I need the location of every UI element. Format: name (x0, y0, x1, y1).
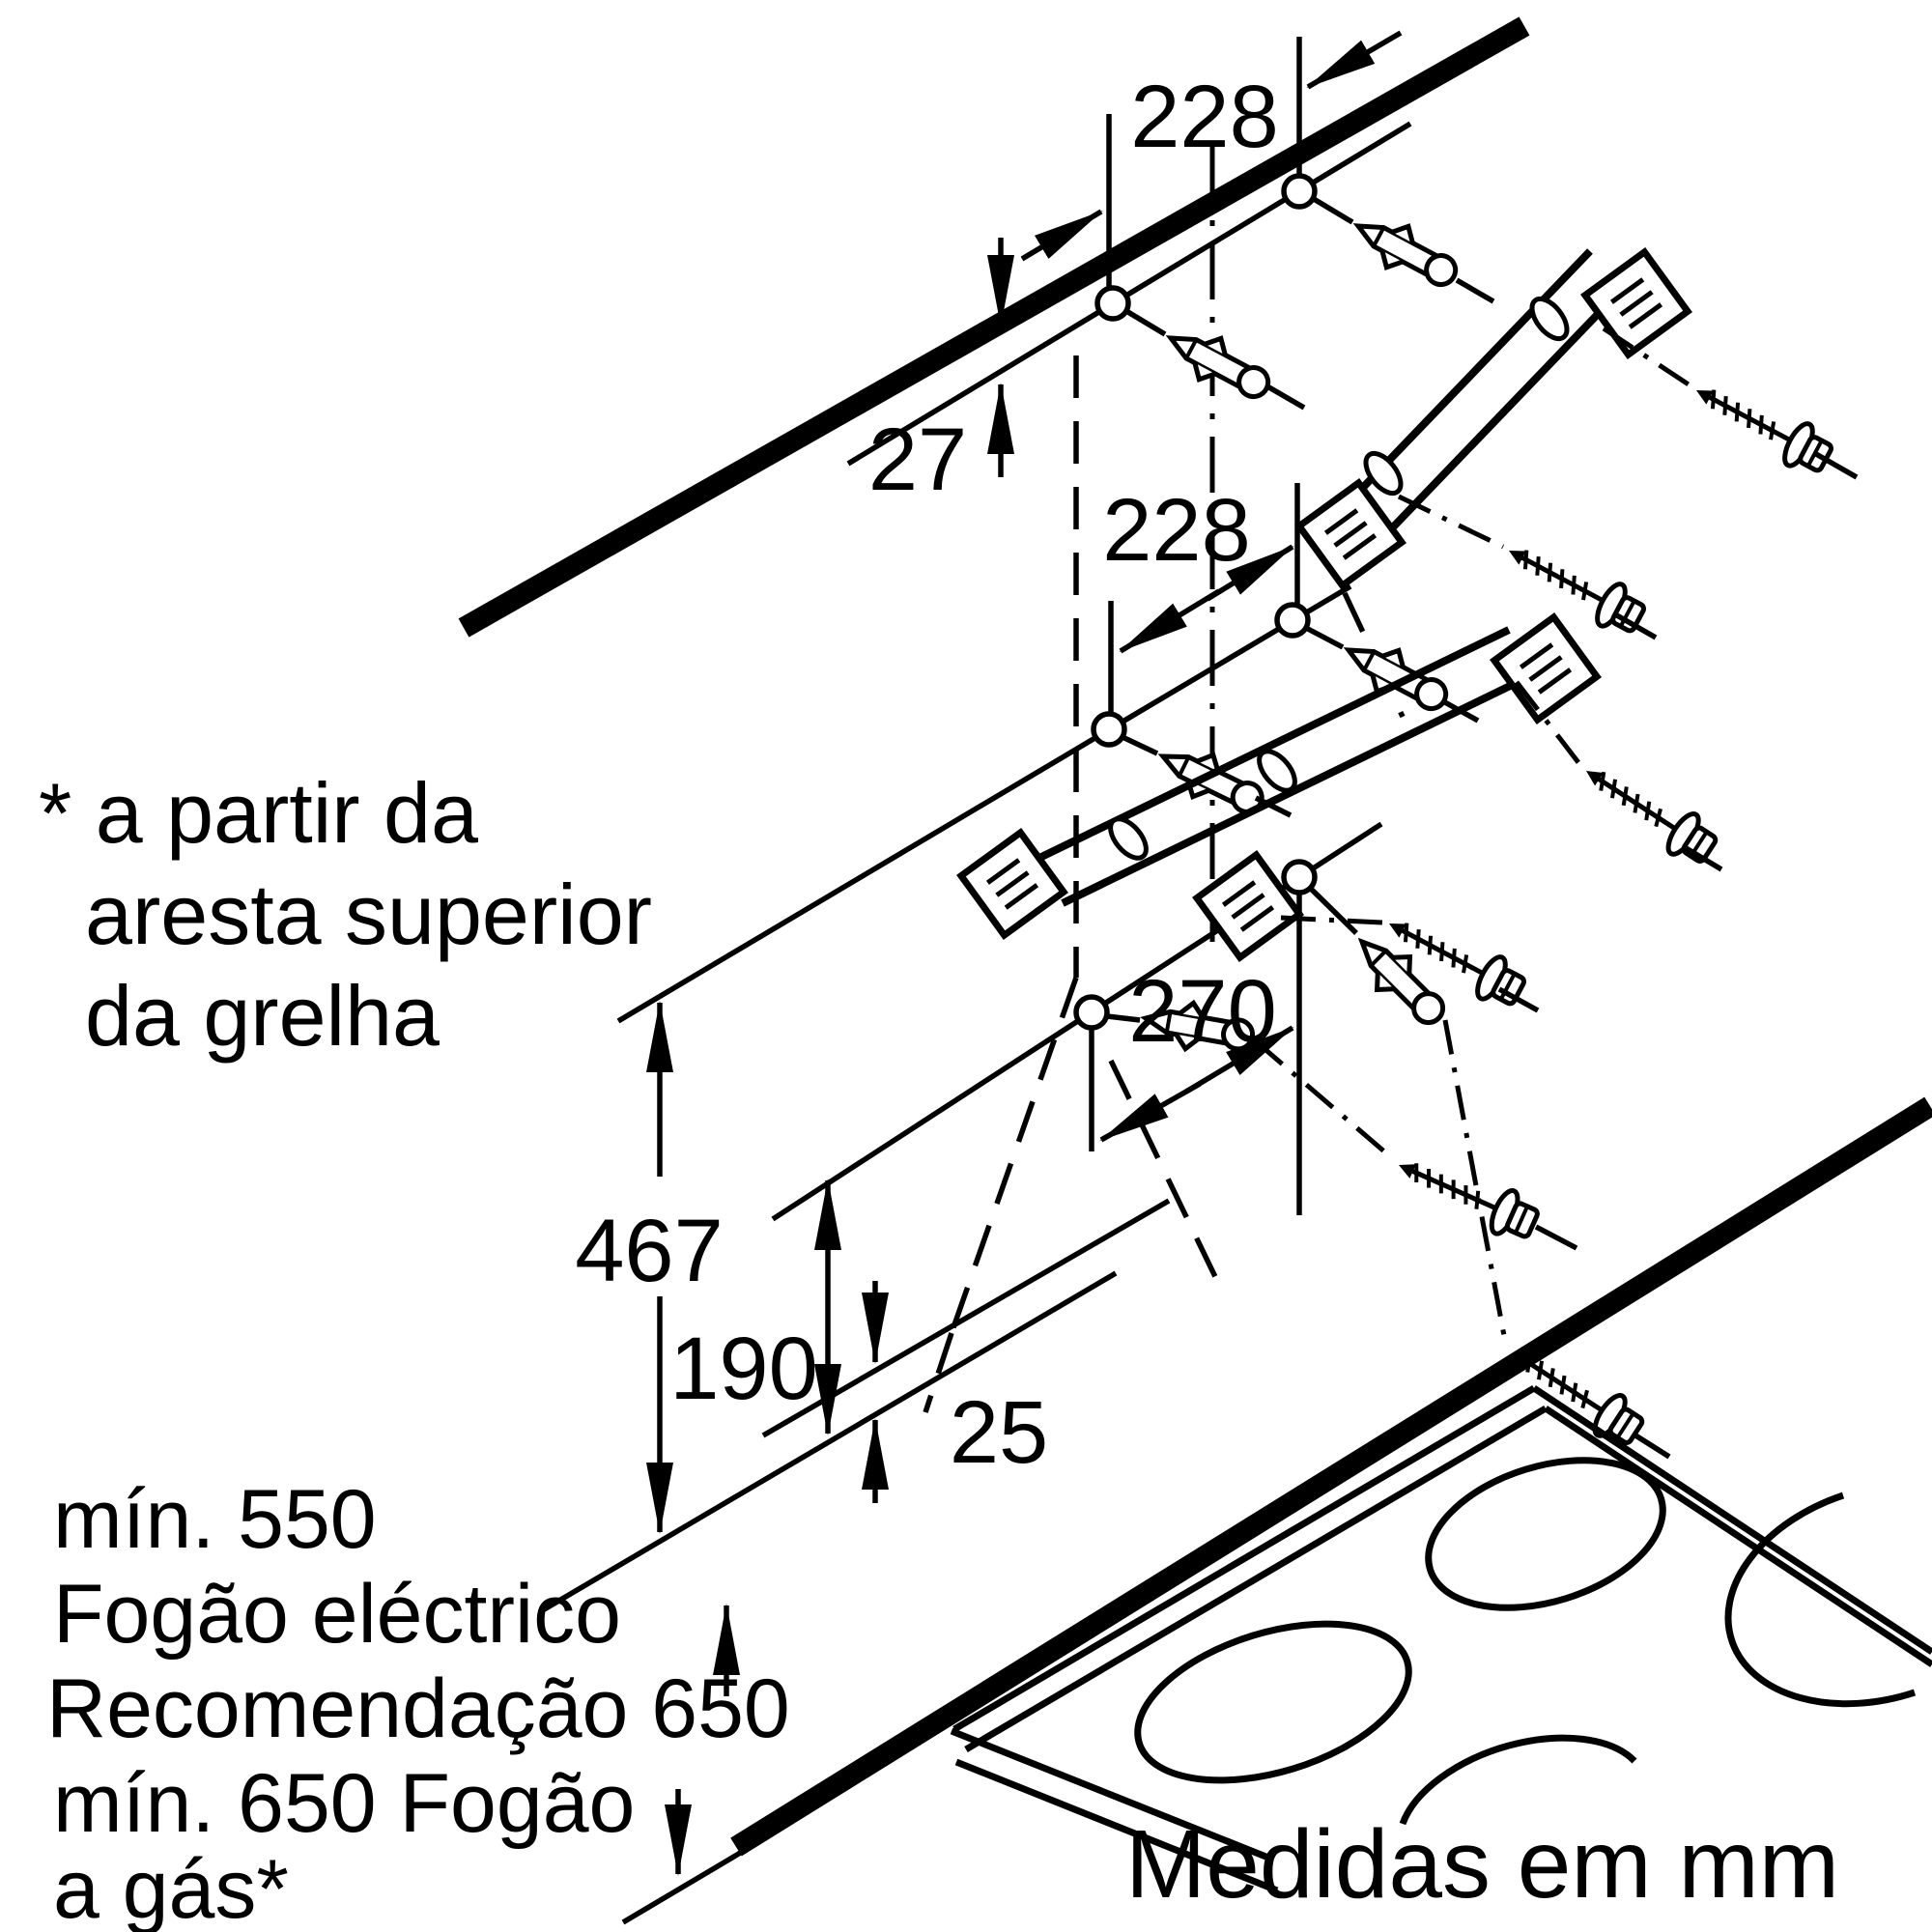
burner-partial (1399, 1734, 1637, 1826)
mounting-bracket-top (1299, 248, 1688, 585)
mounting-hole (1281, 173, 1318, 210)
footnote-line-3: da grelha (85, 968, 440, 1064)
wall-top-edge (458, 16, 1530, 638)
mounting-hole (1073, 994, 1110, 1031)
mounting-hole (1274, 602, 1311, 639)
bracket-hole (1257, 749, 1297, 793)
dim-hole-spacing-lower-label: 270 (1128, 962, 1277, 1061)
clearance-line-4: mín. 650 Fogão (53, 1757, 635, 1850)
cooktop (950, 1384, 1932, 1894)
burner-partial (1724, 1492, 1917, 1708)
screws (1254, 326, 1859, 1460)
units-note: Medidas em mm (1125, 1810, 1839, 1918)
dim-bottom-gap-label: 25 (950, 1383, 1048, 1482)
wall-plugs (1106, 196, 1495, 1060)
dim-hole-spacing-middle-label: 228 (1102, 481, 1251, 580)
mounting-holes (1073, 173, 1318, 1031)
hole-row-middle-line (616, 583, 1352, 1024)
bracket-hole (1529, 296, 1570, 342)
canopy-outline-dashed (949, 977, 1079, 1334)
dimension-arrows (646, 30, 1403, 1876)
dim-height-total-label: 467 (575, 1202, 724, 1300)
mounting-hole (1091, 711, 1127, 748)
clearance-line-3: Recomendação 650 (46, 1662, 790, 1755)
hob-surface-line (621, 1836, 765, 1925)
mounting-hole (1281, 859, 1318, 895)
footnote-line-1: * a partir da (39, 765, 478, 861)
footnote-line-2: aresta superior (85, 867, 652, 962)
counter-back-edge (730, 1096, 1932, 1857)
hood-bottom-edge-line (539, 1270, 1118, 1614)
burner (1425, 1457, 1666, 1611)
clearance-line-1: mín. 550 (53, 1473, 377, 1566)
dim-height-lower-label: 190 (669, 1320, 818, 1418)
hole-row-top-line (846, 121, 1412, 467)
clearance-line-5: a gás* (53, 1843, 289, 1932)
bracket-hole (1108, 816, 1149, 861)
mounting-hole (1094, 285, 1131, 322)
mounting-bracket-middle (961, 617, 1597, 935)
canopy-front-edge-dashed (1108, 1059, 1222, 1287)
bracket-hole (1363, 450, 1404, 497)
clearance-line-2: Fogão eléctrico (53, 1568, 621, 1661)
canopy-outline-dashed-2 (923, 1332, 954, 1413)
dim-top-offset-label: 27 (868, 411, 967, 509)
burner (1134, 1620, 1412, 1784)
dim-hole-spacing-top-label: 228 (1130, 68, 1279, 166)
